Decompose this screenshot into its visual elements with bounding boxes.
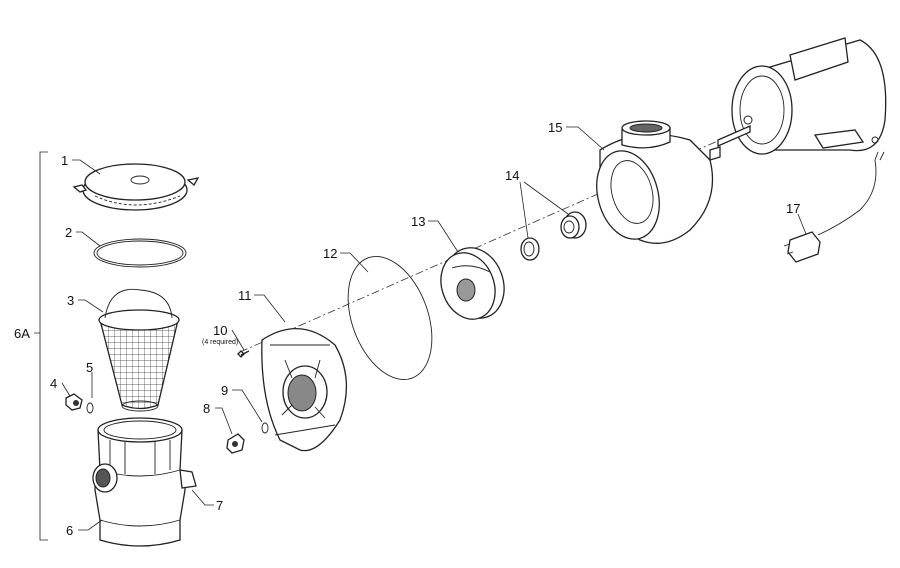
strainer-lid [72,163,200,211]
impeller [440,247,505,320]
seal-plate-o-ring [347,256,433,380]
callout-10-note: (4 required) [202,339,238,346]
shaft-seal-rotating [560,211,587,239]
callout-14: 14 [505,168,519,183]
ground-lug [871,136,879,144]
power-cord [783,151,885,263]
callout-6: 6 [66,523,73,538]
leader-lines [61,126,807,531]
callout-15: 15 [548,120,562,135]
drain-plug-o-ring [86,402,94,414]
drain-plug [65,393,83,411]
callout-12: 12 [323,246,337,261]
callout-6a: 6A [14,326,30,341]
callout-10: 10 [213,323,227,338]
strainer-basket [98,288,180,412]
callout-13: 13 [411,214,425,229]
callout-11: 11 [238,288,252,303]
callout-3: 3 [67,293,74,308]
callout-2: 2 [65,225,72,240]
callout-4: 4 [50,376,57,391]
screw [237,350,250,358]
callout-9: 9 [221,383,228,398]
plug-o-ring [261,422,269,434]
pump-motor [717,37,887,155]
callout-7: 7 [216,498,223,513]
seal-plate-drain-plug [226,433,245,454]
group-6a-bracket [34,151,48,541]
lid-o-ring [93,238,187,268]
pump-volute [596,120,721,244]
seal-plate [261,328,348,452]
shaft-seal-stationary [520,237,540,261]
callout-5: 5 [86,360,93,375]
strainer-housing [92,417,197,547]
callout-17: 17 [786,201,800,216]
callout-8: 8 [203,401,210,416]
callout-1: 1 [61,153,68,168]
